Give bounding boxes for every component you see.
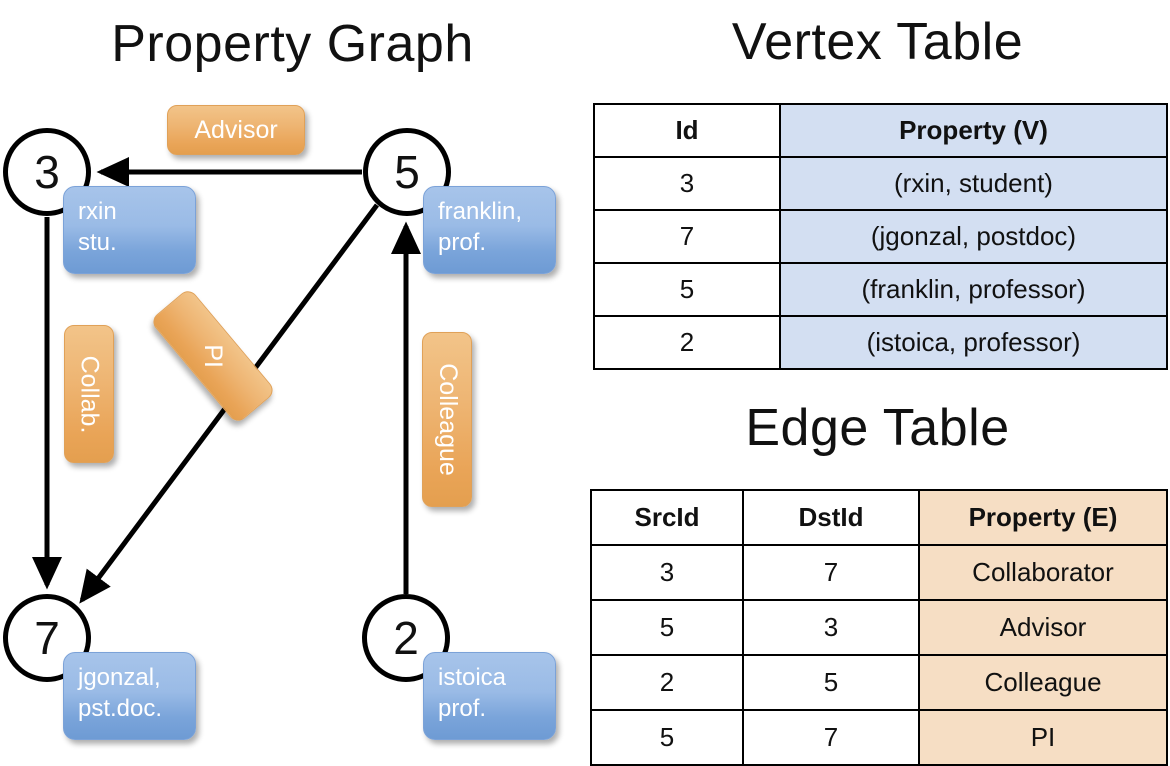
vertex-node-5[interactable]: 5 [363,128,451,216]
vertex-table-cell-id: 7 [593,209,781,264]
vertex-node-2[interactable]: 2 [362,594,450,682]
edge-table-header-property: Property (E) [918,489,1168,546]
vertex-property-box-2-line2: prof. [438,694,487,722]
edge-table-cell-dstid: 7 [742,709,920,766]
vertex-table-cell-id: 5 [593,262,781,317]
edge-label-pi-text: PI [199,344,228,368]
edge-table-cell-srcid: 5 [590,709,744,766]
graph-title: Property Graph [111,15,474,73]
table-row: 5 7 PI [590,709,1168,766]
table-row: 5 (franklin, professor) [593,262,1168,317]
edge-table: SrcId DstId Property (E) 3 7 Collaborato… [590,489,1168,766]
vertex-node-3-label: 3 [34,146,60,198]
edge-table-cell-dstid: 7 [742,544,920,601]
vertex-table-header-property: Property (V) [779,103,1168,158]
edge-table-header-dstid: DstId [742,489,920,546]
table-row: 2 5 Colleague [590,654,1168,711]
edge-table-cell-property: Collaborator [918,544,1168,601]
vertex-table: Id Property (V) 3 (rxin, student) 7 (jgo… [593,103,1168,370]
vertex-property-box-7[interactable]: jgonzal, pst.doc. [63,652,196,740]
vertex-table-cell-property: (istoica, professor) [779,315,1168,370]
table-row: 3 (rxin, student) [593,156,1168,211]
edge-label-advisor-text: Advisor [194,115,278,144]
edge-table-cell-srcid: 5 [590,599,744,656]
vertex-table-title: Vertex Table [731,13,1024,71]
vertex-node-2-label: 2 [393,612,419,664]
vertex-table-header-id: Id [593,103,781,158]
vertex-table-cell-property: (rxin, student) [779,156,1168,211]
table-row: 3 7 Collaborator [590,544,1168,601]
vertex-node-5-label: 5 [394,146,420,198]
edge-label-collab-text: Collab. [75,355,104,433]
edge-table-cell-dstid: 3 [742,599,920,656]
vertex-property-box-5-line2: prof. [438,228,487,256]
edge-table-header-srcid: SrcId [590,489,744,546]
vertex-property-box-3-line2: stu. [78,228,117,256]
edge-table-cell-property: Colleague [918,654,1168,711]
vertex-table-cell-id: 2 [593,315,781,370]
vertex-property-box-7-line1: jgonzal, [78,664,161,691]
vertex-property-box-5[interactable]: franklin, prof. [423,186,556,274]
edge-table-cell-srcid: 2 [590,654,744,711]
vertex-node-7-label: 7 [34,612,60,664]
edge-label-advisor[interactable]: Advisor [167,105,305,155]
vertex-table-header-row: Id Property (V) [593,103,1168,158]
vertex-table-cell-property: (jgonzal, postdoc) [779,209,1168,264]
edge-table-cell-property: Advisor [918,599,1168,656]
vertex-property-box-3-line1: rxin [78,198,117,225]
vertex-property-box-7-line2: pst.doc. [78,694,163,722]
vertex-table-cell-id: 3 [593,156,781,211]
table-row: 2 (istoica, professor) [593,315,1168,370]
edge-label-colleague-text: Colleague [433,363,462,476]
property-graph-panel: Property Graph 3 5 7 2 rxin stu. frankli… [0,0,585,760]
table-row: 7 (jgonzal, postdoc) [593,209,1168,264]
vertex-property-box-3[interactable]: rxin stu. [63,186,196,274]
vertex-table-cell-property: (franklin, professor) [779,262,1168,317]
edge-table-header-row: SrcId DstId Property (E) [590,489,1168,546]
vertex-property-box-5-line1: franklin, [438,198,523,225]
edge-table-title: Edge Table [745,399,1010,457]
edge-table-cell-srcid: 3 [590,544,744,601]
vertex-property-box-2-line1: istoica [438,664,507,691]
edge-label-collab[interactable]: Collab. [64,325,114,463]
edge-table-cell-dstid: 5 [742,654,920,711]
edge-label-colleague[interactable]: Colleague [422,332,472,507]
edge-table-cell-property: PI [918,709,1168,766]
table-row: 5 3 Advisor [590,599,1168,656]
vertex-property-box-2[interactable]: istoica prof. [423,652,556,740]
